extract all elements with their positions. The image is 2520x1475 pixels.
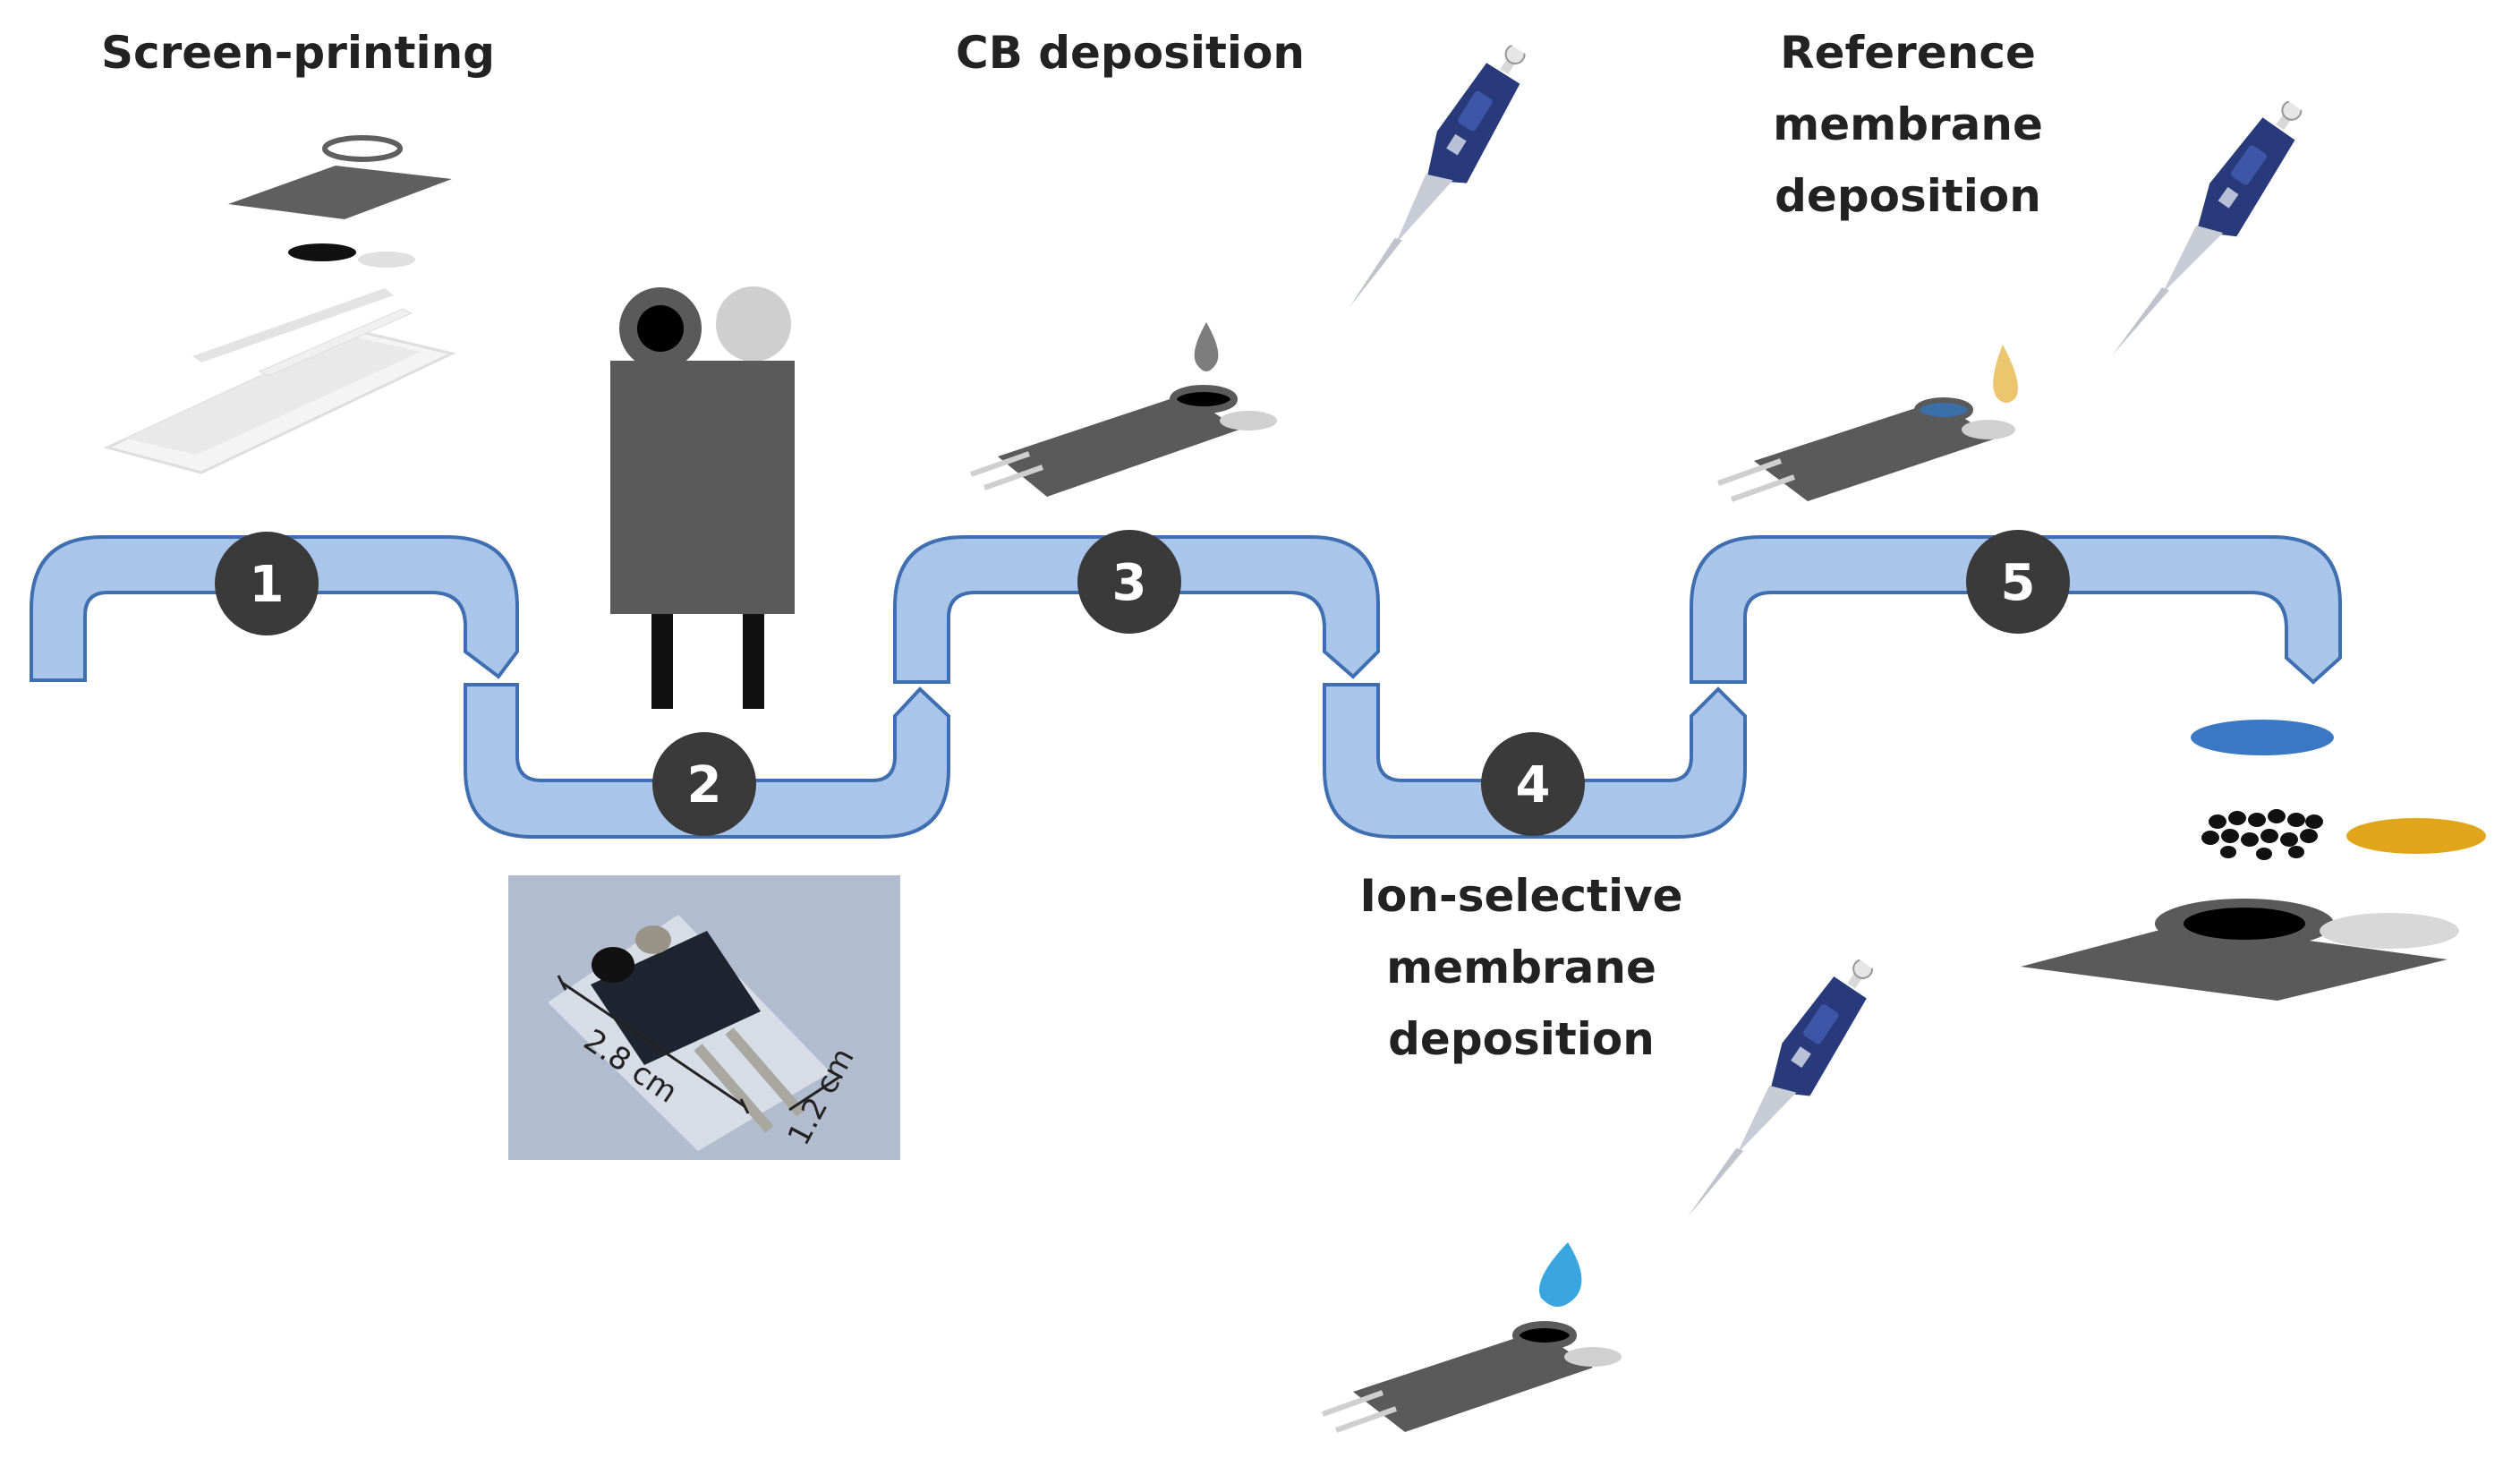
width-dimension-line: [788, 1074, 842, 1112]
step-badge-2: 2: [652, 732, 756, 836]
reference-deposition-illustration: [1716, 87, 2320, 502]
step-5-title-line2: membrane: [1773, 98, 2043, 150]
step-badge-3: 3: [1077, 530, 1181, 634]
step-4-title-line1: Ion-selective: [1359, 870, 1682, 922]
final-sensor-exploded-illustration: [2021, 720, 2486, 1001]
step-number-1: 1: [250, 556, 285, 614]
step-badge-4: 4: [1481, 732, 1585, 836]
step-number-2: 2: [687, 756, 722, 814]
carbon-black-particles: [2201, 809, 2323, 860]
cb-deposition-illustration: [969, 31, 1545, 497]
electrode-schematic-icon: [610, 286, 795, 709]
step-5-title-line1: Reference: [1780, 27, 2036, 79]
step-4-title-line2: membrane: [1386, 942, 1656, 993]
droplet-icon: [1539, 1242, 1582, 1307]
ism-deposition-illustration: [1321, 945, 1892, 1433]
step-3-title: CB deposition: [956, 27, 1305, 79]
step-number-5: 5: [2001, 554, 2036, 612]
reference-membrane-disc: [2191, 720, 2334, 755]
pipette-icon: [2095, 87, 2320, 376]
pipette-icon: [1671, 945, 1892, 1237]
step-number-3: 3: [1112, 554, 1147, 612]
step-badge-1: 1: [215, 532, 319, 635]
droplet-icon: [1993, 345, 2018, 403]
step-4-title-line3: deposition: [1388, 1013, 1655, 1065]
step-number-4: 4: [1516, 756, 1551, 814]
step-4-title: Ion-selective membrane deposition: [1359, 870, 1682, 1065]
screen-printing-layers-illustration: [103, 135, 456, 474]
ism-membrane-disc: [2346, 818, 2486, 854]
step-5-title: Reference membrane deposition: [1773, 27, 2043, 222]
sensor-photo: 2.8 cm 1.2 cm: [508, 875, 900, 1160]
droplet-icon: [1194, 322, 1219, 371]
step-badge-5: 5: [1966, 530, 2070, 634]
length-dimension-line: [561, 981, 745, 1108]
step-1-title: Screen-printing: [101, 27, 495, 79]
flow-arrow: [30, 535, 2342, 839]
pipette-icon: [1332, 31, 1545, 328]
step-5-title-line3: deposition: [1775, 170, 2041, 222]
